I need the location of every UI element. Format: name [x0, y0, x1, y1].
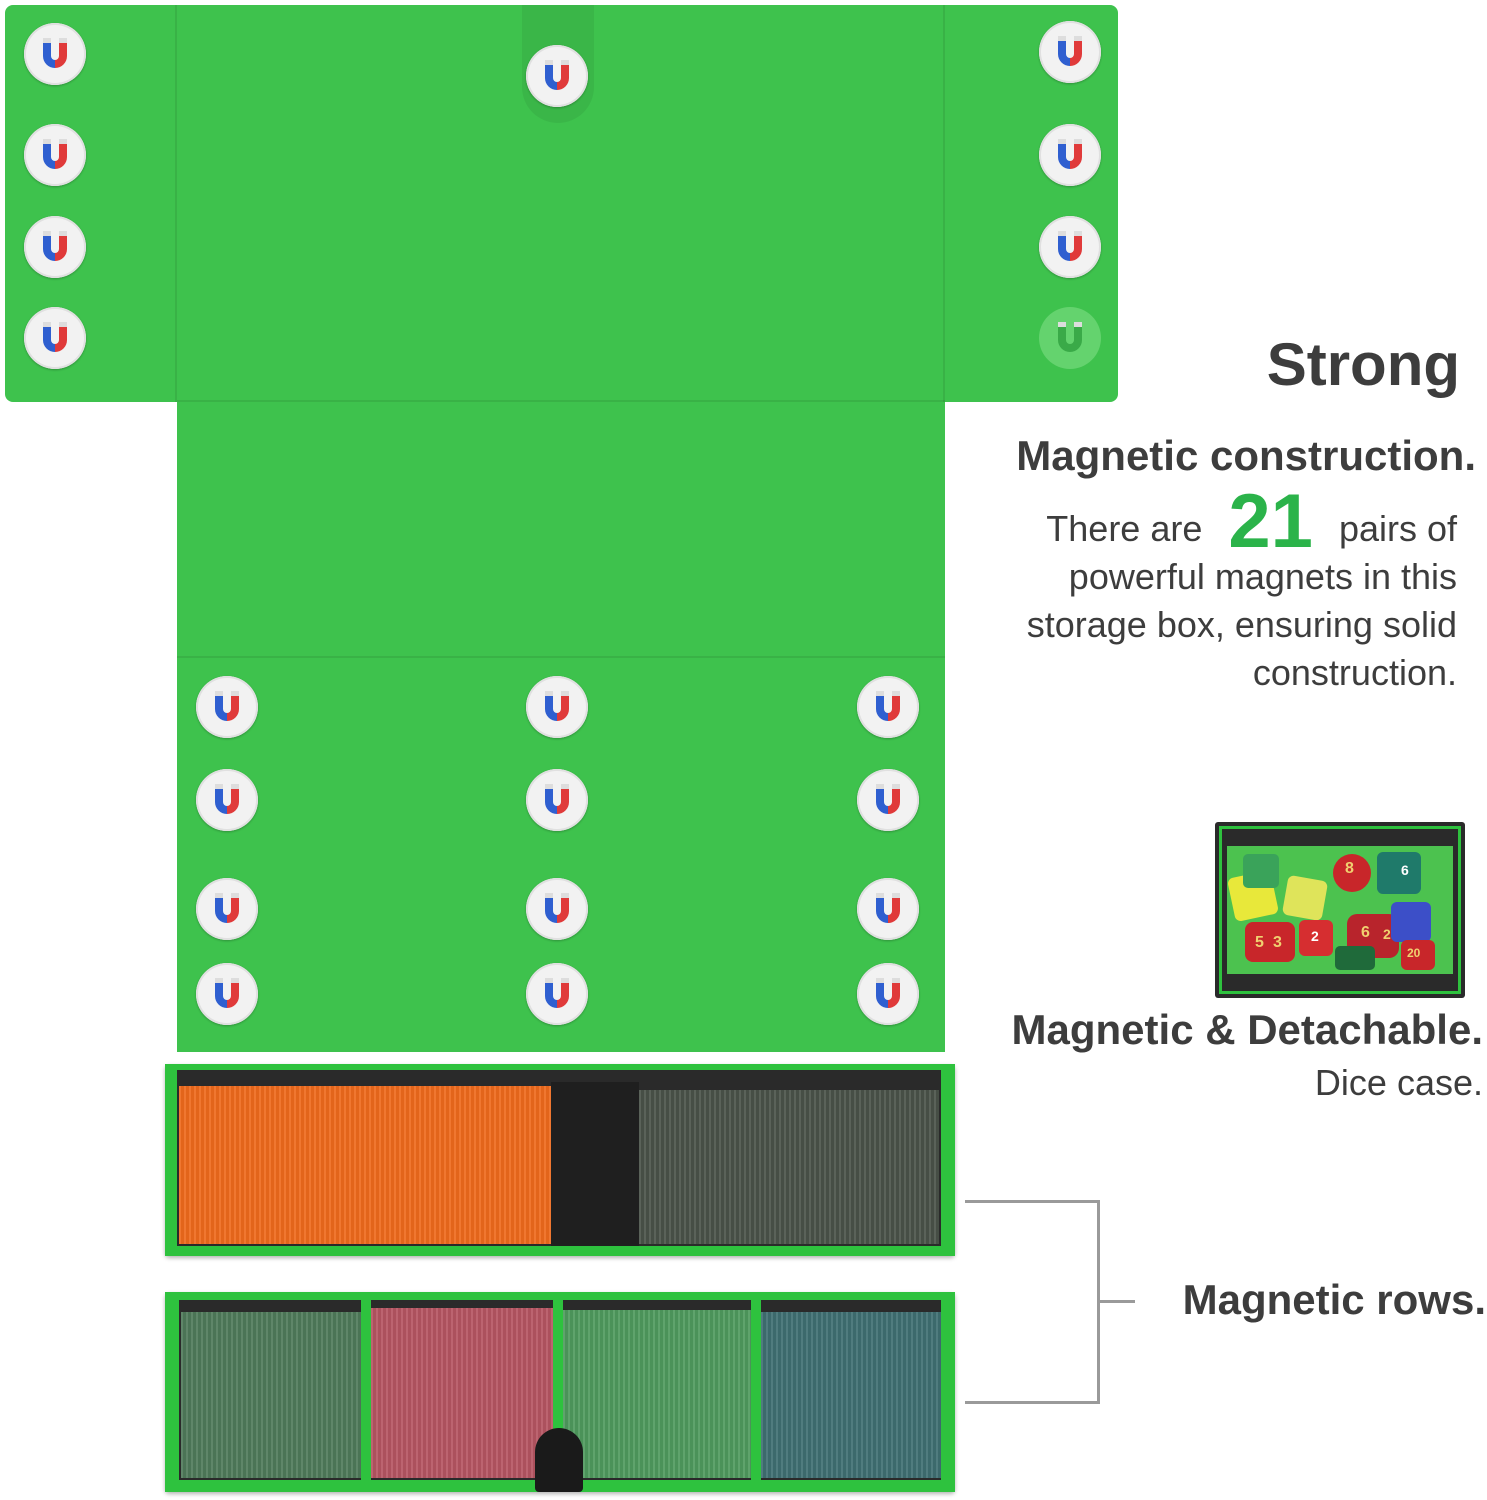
horseshoe-magnet-icon: [857, 963, 919, 1025]
horseshoe-magnet-icon: [526, 676, 588, 738]
tray-lip: [941, 1064, 955, 1256]
headline-subtitle: Magnetic construction.: [1016, 432, 1476, 479]
card-divider: [551, 1082, 639, 1246]
orange-card-stack: [179, 1086, 551, 1244]
red-die: [1333, 854, 1371, 892]
card-tray-bottom: [165, 1292, 955, 1492]
card-tray-top: [165, 1064, 955, 1256]
green-die: [1243, 854, 1279, 888]
rows-label: Magnetic rows.: [1182, 1276, 1486, 1323]
red-die: [1245, 922, 1295, 962]
headline-title: Strong: [1266, 331, 1460, 398]
horseshoe-magnet-icon: [1039, 124, 1101, 186]
teal-die: [1377, 852, 1421, 894]
teal-card-stack: [761, 1312, 941, 1478]
die-number: 6: [1361, 924, 1370, 941]
die-number: 2: [1311, 928, 1319, 944]
fold-line: [175, 5, 177, 402]
horseshoe-magnet-icon: [526, 963, 588, 1025]
dice-case-title: Magnetic & Detachable.: [1011, 1006, 1483, 1053]
horseshoe-magnet-icon: [857, 769, 919, 831]
tray-lip: [165, 1292, 179, 1492]
horseshoe-magnet-icon: [526, 878, 588, 940]
rows-bracket-tick: [1097, 1300, 1135, 1303]
rows-bracket: [965, 1200, 1100, 1404]
green-die: [1335, 946, 1375, 970]
description-line: powerful magnets in this: [1068, 556, 1457, 597]
die-number: 8: [1345, 860, 1354, 877]
horseshoe-magnet-icon: [1039, 21, 1101, 83]
die-number: 2: [1383, 926, 1391, 942]
tray-partition: [553, 1292, 563, 1492]
red-die: [1299, 920, 1333, 956]
die-number: 5: [1255, 934, 1264, 951]
fold-line: [177, 656, 945, 658]
yellow-die: [1281, 874, 1329, 922]
horseshoe-magnet-icon: [196, 878, 258, 940]
blue-die: [1391, 902, 1431, 942]
dice-case-subtitle: Dice case.: [1314, 1062, 1483, 1103]
horseshoe-magnet-icon: [1039, 307, 1101, 369]
description-line: construction.: [1252, 652, 1457, 693]
magnet-description: There are 21 pairs of powerful magnets i…: [960, 484, 1457, 697]
die-number: 6: [1401, 862, 1409, 878]
red-card-stack: [371, 1308, 553, 1478]
horseshoe-magnet-icon: [526, 769, 588, 831]
horseshoe-magnet-icon: [526, 45, 588, 107]
horseshoe-magnet-icon: [857, 676, 919, 738]
horseshoe-magnet-icon: [24, 216, 86, 278]
gray-card-stack: [639, 1090, 939, 1244]
horseshoe-magnet-icon: [196, 963, 258, 1025]
lightgreen-card-stack: [563, 1310, 751, 1478]
fold-line: [943, 5, 945, 402]
pull-tab[interactable]: [535, 1428, 583, 1492]
horseshoe-magnet-icon: [24, 124, 86, 186]
magnet-count: 21: [1228, 479, 1313, 564]
horseshoe-magnet-icon: [196, 769, 258, 831]
fold-line: [177, 400, 945, 402]
die-number: 3: [1273, 934, 1282, 951]
red-die: [1401, 940, 1435, 970]
horseshoe-magnet-icon: [196, 676, 258, 738]
tray-lip: [165, 1064, 955, 1070]
horseshoe-magnet-icon: [24, 23, 86, 85]
tray-partition: [751, 1292, 761, 1492]
description-suffix: pairs of: [1338, 508, 1457, 549]
middle-panel: [177, 400, 945, 658]
description-prefix: There are: [1046, 508, 1203, 549]
die-number: 20: [1407, 946, 1421, 960]
tray-lip: [165, 1246, 955, 1256]
horseshoe-magnet-icon: [857, 878, 919, 940]
tray-lip: [941, 1292, 955, 1492]
green-card-stack: [181, 1312, 361, 1478]
description-line: storage box, ensuring solid: [1026, 604, 1457, 645]
horseshoe-magnet-icon: [1039, 216, 1101, 278]
horseshoe-magnet-icon: [24, 307, 86, 369]
tray-partition: [361, 1292, 371, 1492]
tray-lip: [165, 1064, 177, 1256]
dice-case: 8 5 3 2 6 2 20 6: [1215, 822, 1465, 998]
